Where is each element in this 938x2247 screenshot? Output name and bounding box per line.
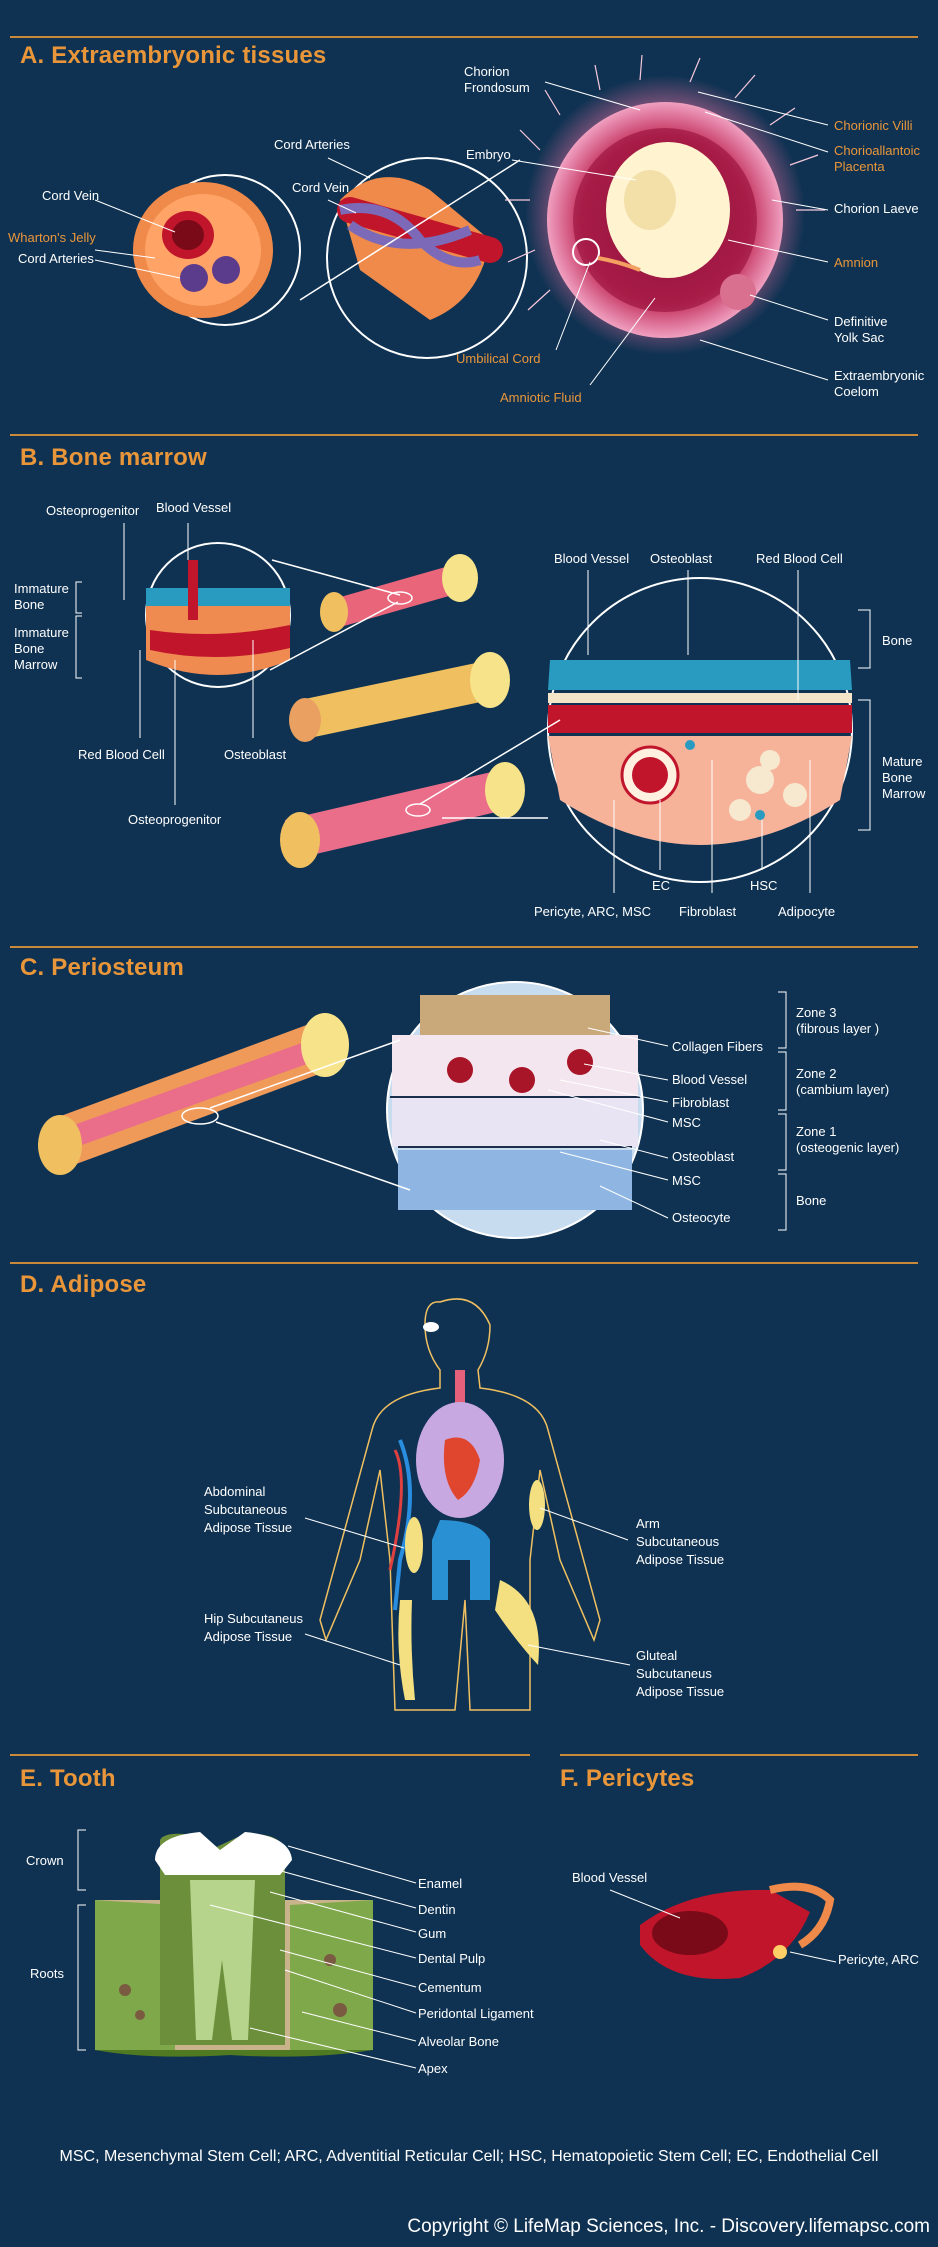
label-osteoprogenitor-top: Osteoprogenitor — [46, 503, 140, 518]
label-peridontal-ligament: Peridontal Ligament — [418, 2006, 534, 2021]
pericyte — [773, 1945, 787, 1959]
label-amniotic-fluid: Amniotic Fluid — [500, 390, 582, 405]
label-crown: Crown — [26, 1853, 64, 1868]
label-whartons-jelly: Wharton's Jelly — [8, 230, 96, 245]
label-amnion: Amnion — [834, 255, 879, 270]
label-osteoprogenitor-bottom: Osteoprogenitor — [128, 812, 222, 827]
label-umbilical-cord: Umbilical Cord — [456, 351, 541, 366]
label-blood-vessel-f: Blood Vessel — [572, 1870, 648, 1885]
cord-artery-section — [180, 264, 208, 292]
label-mature-bone-marrow: Mature Bone Marrow — [882, 754, 926, 801]
label-abdominal-adipose: Abdominal Subcutaneous Adipose Tissue — [204, 1484, 293, 1535]
bone-marrow-illustration — [145, 542, 853, 883]
label-apex: Apex — [418, 2061, 448, 2076]
section-d-title: D. Adipose — [20, 1271, 147, 1298]
label-cord-vein-left: Cord Vein — [42, 188, 100, 203]
label-blood-vessel-right: Blood Vessel — [554, 551, 630, 566]
dental-pulp — [190, 1880, 255, 2040]
section-b-leaders — [75, 523, 871, 893]
label-enamel: Enamel — [418, 1876, 463, 1891]
label-hsc: HSC — [750, 878, 778, 893]
label-chorioallantoic-placenta: Chorioallantoic Placenta — [834, 143, 920, 174]
label-immature-bone: Immature Bone — [14, 581, 69, 612]
label-red-blood-cell-left: Red Blood Cell — [78, 747, 165, 762]
label-pericyte-arc-msc: Pericyte, ARC, MSC — [534, 904, 652, 919]
cord-segment-callout — [326, 157, 528, 359]
label-cord-arteries-top: Cord Arteries — [274, 137, 350, 152]
label-msc-2: MSC — [672, 1173, 701, 1188]
label-red-blood-cell-right: Red Blood Cell — [756, 551, 843, 566]
section-c-leaders — [547, 991, 787, 1231]
label-dental-pulp: Dental Pulp — [418, 1951, 486, 1966]
label-gluteal-adipose: Gluteal Subcutaneus Adipose Tissue — [636, 1648, 725, 1699]
hip-fat — [398, 1600, 415, 1700]
section-c-title: C. Periosteum — [20, 954, 184, 981]
section-f-rule — [560, 1754, 918, 1756]
label-embryo: Embryo — [466, 147, 511, 162]
gluteal-fat — [495, 1580, 539, 1665]
label-cementum: Cementum — [418, 1980, 482, 1995]
arm-fat — [529, 1480, 545, 1530]
label-cord-vein-mid: Cord Vein — [292, 180, 350, 195]
label-bone-b: Bone — [882, 633, 913, 648]
label-blood-vessel-c: Blood Vessel — [672, 1072, 748, 1087]
section-e-title: E. Tooth — [20, 1765, 116, 1792]
label-osteoblast-c: Osteoblast — [672, 1149, 735, 1164]
section-c-rule — [10, 946, 918, 948]
label-fibroblast-c: Fibroblast — [672, 1095, 730, 1110]
label-ec: EC — [652, 878, 671, 893]
extraembryonic-illustration — [133, 54, 825, 359]
label-blood-vessel-left: Blood Vessel — [156, 500, 232, 515]
section-a-rule — [10, 36, 918, 38]
yolk-sac — [720, 274, 756, 310]
label-msc-1: MSC — [672, 1115, 701, 1130]
section-e-leaders — [77, 1829, 417, 2069]
abbreviations-note: MSC, Mesenchymal Stem Cell; ARC, Adventi… — [59, 2148, 879, 2165]
label-zone3: Zone 3 (fibrous layer ) — [796, 1005, 880, 1036]
label-adipocyte: Adipocyte — [778, 904, 836, 919]
label-cord-arteries-left: Cord Arteries — [18, 251, 94, 266]
abdominal-fat — [405, 1517, 423, 1573]
section-e-rule — [10, 1754, 530, 1756]
label-chorion-laeve: Chorion Laeve — [834, 201, 919, 216]
label-alveolar-bone: Alveolar Bone — [418, 2034, 499, 2049]
copyright: Copyright © LifeMap Sciences, Inc. - Dis… — [407, 2216, 930, 2237]
label-zone2: Zone 2 (cambium layer) — [796, 1066, 890, 1097]
section-b-rule — [10, 434, 918, 436]
tooth-illustration — [95, 1832, 373, 2057]
section-d-leaders — [304, 1507, 631, 1666]
section-d-rule — [10, 1262, 918, 1264]
label-dentin: Dentin — [418, 1902, 456, 1917]
label-immature-bone-marrow: Immature Bone Marrow — [14, 625, 69, 672]
label-pericyte-arc: Pericyte, ARC — [838, 1952, 919, 1967]
section-a-title: A. Extraembryonic tissues — [20, 42, 327, 69]
heart — [443, 1437, 480, 1500]
section-f-title: F. Pericytes — [560, 1765, 695, 1792]
label-extraembryonic-coelom: Extraembryonic Coelom — [834, 368, 925, 399]
label-hip-adipose: Hip Subcutaneus Adipose Tissue — [204, 1611, 304, 1644]
pericyte-illustration — [609, 1882, 837, 1980]
label-osteocyte: Osteocyte — [672, 1210, 731, 1225]
label-definitive-yolk-sac: Definitive Yolk Sac — [834, 314, 888, 345]
body-outline — [319, 1298, 601, 1711]
label-collagen-fibers: Collagen Fibers — [672, 1039, 764, 1054]
label-osteoblast-right: Osteoblast — [650, 551, 713, 566]
enamel — [155, 1832, 292, 1875]
adipose-illustration — [319, 1298, 601, 1711]
label-bone-c: Bone — [796, 1193, 827, 1208]
label-fibroblast-b: Fibroblast — [679, 904, 737, 919]
periosteum-illustration — [38, 981, 644, 1239]
label-arm-adipose: Arm Subcutaneous Adipose Tissue — [636, 1516, 725, 1567]
eye — [423, 1322, 439, 1332]
section-b-title: B. Bone marrow — [20, 444, 207, 471]
label-gum: Gum — [418, 1926, 447, 1941]
intestine — [432, 1520, 490, 1600]
label-osteoblast-left: Osteoblast — [224, 747, 287, 762]
label-roots: Roots — [30, 1966, 64, 1981]
label-zone1: Zone 1 (osteogenic layer) — [796, 1124, 900, 1155]
label-chorion-frondosum: Chorion Frondosum — [464, 64, 530, 95]
section-a-leaders — [94, 81, 829, 386]
label-chorionic-villi: Chorionic Villi — [834, 118, 913, 133]
